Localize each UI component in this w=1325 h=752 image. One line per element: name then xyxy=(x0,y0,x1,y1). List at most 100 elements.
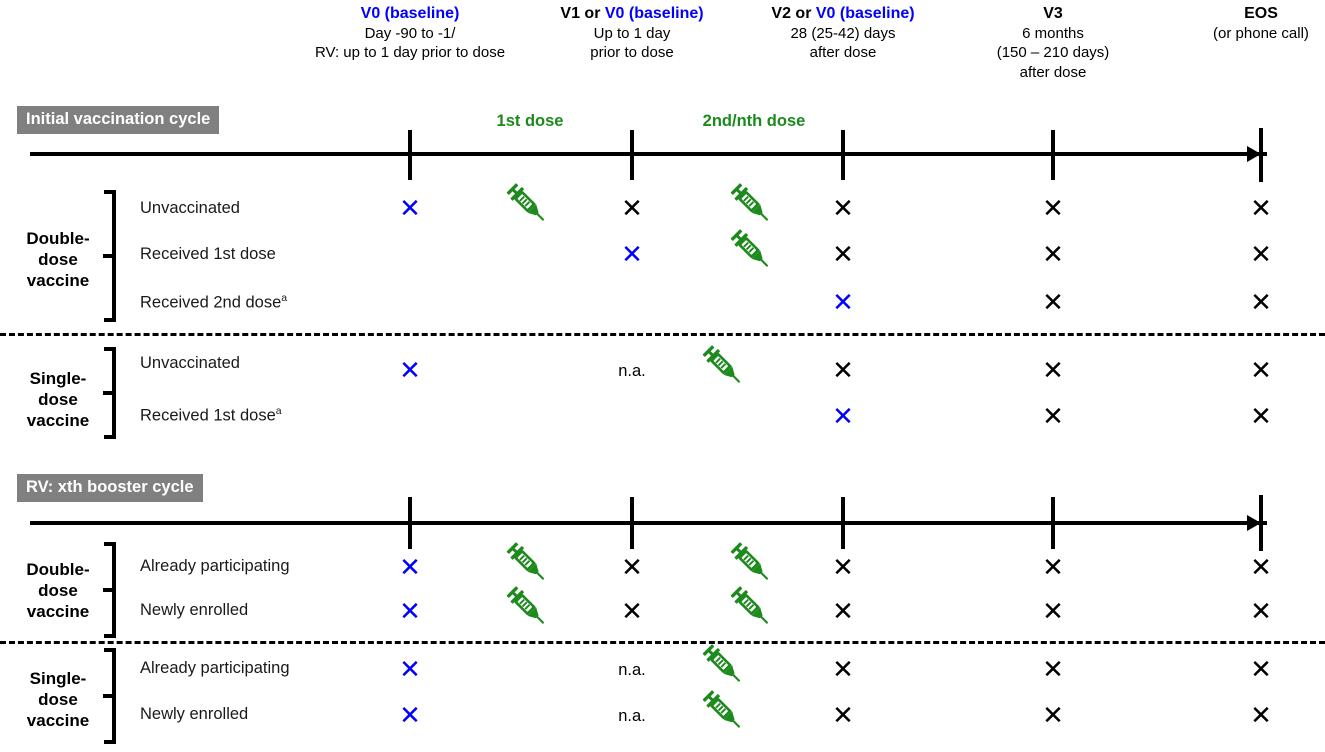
timeline-tick-eos xyxy=(1259,128,1263,182)
timeline-arrow-head xyxy=(1247,515,1261,531)
column-header-title-v3: V3 xyxy=(1043,5,1063,22)
column-header-eos: EOS (or phone call) xyxy=(1141,4,1325,43)
column-header-v0: V0 (baseline) Day -90 to -1/RV: up to 1 d… xyxy=(290,4,530,63)
column-header-v2: V2 or V0 (baseline) 28 (25-42) days after … xyxy=(723,4,963,63)
column-header-sub-v2-0: 28 (25-42) days xyxy=(790,24,896,42)
marker-x-black-booster-single-already-participating: ✕ xyxy=(1250,655,1272,685)
column-header-sub-v2-1: after dose xyxy=(809,44,877,61)
marker-x-black-booster-double-already-participating: ✕ xyxy=(832,553,854,583)
marker-x-black-initial-double-unvaccinated: ✕ xyxy=(621,194,643,224)
dose-label-1st-dose: 1st dose xyxy=(496,112,564,130)
row-label-initial-single-received-1st-dose: Received 1st dosea xyxy=(140,405,282,425)
group-bracket-booster-double-dose xyxy=(103,542,124,638)
syringe-icon-booster-double-already-participating xyxy=(500,542,548,590)
timeline-tick-v2 xyxy=(841,497,845,549)
column-header-sub-v0-1: RV: up to 1 day prior to dose xyxy=(314,44,506,61)
row-label-booster-double-newly-enrolled: Newly enrolled xyxy=(140,601,249,619)
marker-x-black-booster-single-newly-enrolled: ✕ xyxy=(832,701,854,731)
marker-x-blue-booster-single-already-participating: ✕ xyxy=(399,655,421,685)
syringe-icon-booster-double-newly-enrolled xyxy=(500,586,548,634)
column-header-sub-v1-1: prior to dose xyxy=(590,44,674,61)
marker-x-black-initial-single-received-1st-dose: ✕ xyxy=(1042,402,1064,432)
column-header-title-eos: EOS xyxy=(1244,5,1278,22)
timeline-axis-line xyxy=(30,521,1267,525)
column-header-v1: V1 or V0 (baseline) Up to 1 day prior to d… xyxy=(512,4,752,63)
timeline-arrow-head xyxy=(1247,146,1261,162)
marker-x-blue-booster-double-newly-enrolled: ✕ xyxy=(399,597,421,627)
marker-x-black-initial-double-received-2nd-dose: ✕ xyxy=(1042,288,1064,318)
group-bracket-initial-double-dose xyxy=(103,190,124,322)
column-header-sub-v0-0: Day -90 to -1/ xyxy=(364,24,456,42)
syringe-icon-initial-double-unvaccinated xyxy=(724,183,772,231)
marker-x-black-initial-double-received-1st-dose: ✕ xyxy=(1042,240,1064,270)
marker-x-black-booster-double-newly-enrolled: ✕ xyxy=(1042,597,1064,627)
timeline-tick-v3 xyxy=(1051,497,1055,549)
marker-x-black-booster-double-already-participating: ✕ xyxy=(621,553,643,583)
marker-na-initial-single-unvaccinated: n.a. xyxy=(618,362,646,380)
syringe-icon-initial-single-unvaccinated xyxy=(696,345,744,393)
row-label-initial-double-unvaccinated: Unvaccinated xyxy=(140,199,240,217)
marker-x-black-initial-double-unvaccinated: ✕ xyxy=(1250,194,1272,224)
column-header-sub-v3-2: after dose xyxy=(1019,63,1087,81)
timeline-tick-v1 xyxy=(630,497,634,549)
divider-initial-double-single xyxy=(0,333,1325,336)
timeline-tick-v1 xyxy=(630,130,634,180)
column-header-sub-v3-0: 6 months xyxy=(1022,24,1084,42)
row-label-booster-single-newly-enrolled: Newly enrolled xyxy=(140,705,249,723)
marker-x-black-initial-double-received-2nd-dose: ✕ xyxy=(1250,288,1272,318)
marker-x-blue-initial-double-received-1st-dose: ✕ xyxy=(621,240,643,270)
marker-na-booster-single-already-participating: n.a. xyxy=(618,661,646,679)
column-header-title-v2: V2 or V0 (baseline) xyxy=(771,5,915,22)
marker-x-black-initial-double-unvaccinated: ✕ xyxy=(832,194,854,224)
timeline-tick-v3 xyxy=(1051,130,1055,180)
marker-x-blue-initial-double-received-2nd-dose: ✕ xyxy=(832,288,854,318)
marker-x-blue-initial-double-unvaccinated: ✕ xyxy=(399,194,421,224)
timeline-axis-line xyxy=(30,152,1267,156)
group-bracket-booster-single-dose xyxy=(103,648,124,744)
marker-x-blue-initial-single-unvaccinated: ✕ xyxy=(399,356,421,386)
timeline-tick-v2 xyxy=(841,130,845,180)
column-header-sub-v3-1: (150 – 210 days) xyxy=(996,44,1110,61)
syringe-icon-booster-double-newly-enrolled xyxy=(724,586,772,634)
column-header-sub-v1-0: Up to 1 day xyxy=(593,24,671,42)
marker-x-black-initial-single-unvaccinated: ✕ xyxy=(1250,356,1272,386)
marker-x-black-booster-double-newly-enrolled: ✕ xyxy=(621,597,643,627)
row-label-initial-single-unvaccinated: Unvaccinated xyxy=(140,354,240,372)
marker-x-black-initial-single-unvaccinated: ✕ xyxy=(1042,356,1064,386)
marker-x-black-initial-single-unvaccinated: ✕ xyxy=(832,356,854,386)
column-header-title-v0: V0 (baseline) xyxy=(360,5,460,22)
marker-x-black-booster-double-already-participating: ✕ xyxy=(1250,553,1272,583)
marker-x-black-booster-double-newly-enrolled: ✕ xyxy=(832,597,854,627)
marker-x-black-booster-double-already-participating: ✕ xyxy=(1042,553,1064,583)
timeline-tick-eos xyxy=(1259,495,1263,551)
marker-x-black-booster-single-already-participating: ✕ xyxy=(832,655,854,685)
marker-x-black-booster-single-newly-enrolled: ✕ xyxy=(1042,701,1064,731)
column-header-sub-eos-0: (or phone call) xyxy=(1213,24,1309,42)
marker-x-blue-initial-single-received-1st-dose: ✕ xyxy=(832,402,854,432)
syringe-icon-booster-single-newly-enrolled xyxy=(696,690,744,738)
syringe-icon-initial-double-unvaccinated xyxy=(500,183,548,231)
syringe-icon-booster-double-already-participating xyxy=(724,542,772,590)
marker-x-black-booster-double-newly-enrolled: ✕ xyxy=(1250,597,1272,627)
syringe-icon-initial-double-received-1st-dose xyxy=(724,229,772,277)
row-label-initial-double-received-2nd-dose: Received 2nd dosea xyxy=(140,292,288,312)
marker-x-black-booster-single-newly-enrolled: ✕ xyxy=(1250,701,1272,731)
divider-booster-double-single xyxy=(0,641,1325,644)
marker-x-black-initial-double-received-1st-dose: ✕ xyxy=(1250,240,1272,270)
column-header-title-v1: V1 or V0 (baseline) xyxy=(560,5,704,22)
dose-label-2nd-nth-dose: 2nd/nth dose xyxy=(702,112,806,130)
marker-x-black-initial-single-received-1st-dose: ✕ xyxy=(1250,402,1272,432)
marker-x-black-initial-double-unvaccinated: ✕ xyxy=(1042,194,1064,224)
section-badge-initial-vaccination-cycle: Initial vaccination cycle xyxy=(17,106,220,134)
syringe-icon-booster-single-already-participating xyxy=(696,644,744,692)
column-header-v3: V3 6 months (150 – 210 days) after dose xyxy=(933,4,1173,82)
marker-x-black-booster-single-already-participating: ✕ xyxy=(1042,655,1064,685)
row-label-booster-double-already-participating: Already participating xyxy=(140,557,290,575)
section-badge-rv-booster-cycle: RV: xth booster cycle xyxy=(17,474,203,502)
row-label-initial-double-received-1st-dose: Received 1st dose xyxy=(140,245,276,263)
marker-x-black-initial-double-received-1st-dose: ✕ xyxy=(832,240,854,270)
